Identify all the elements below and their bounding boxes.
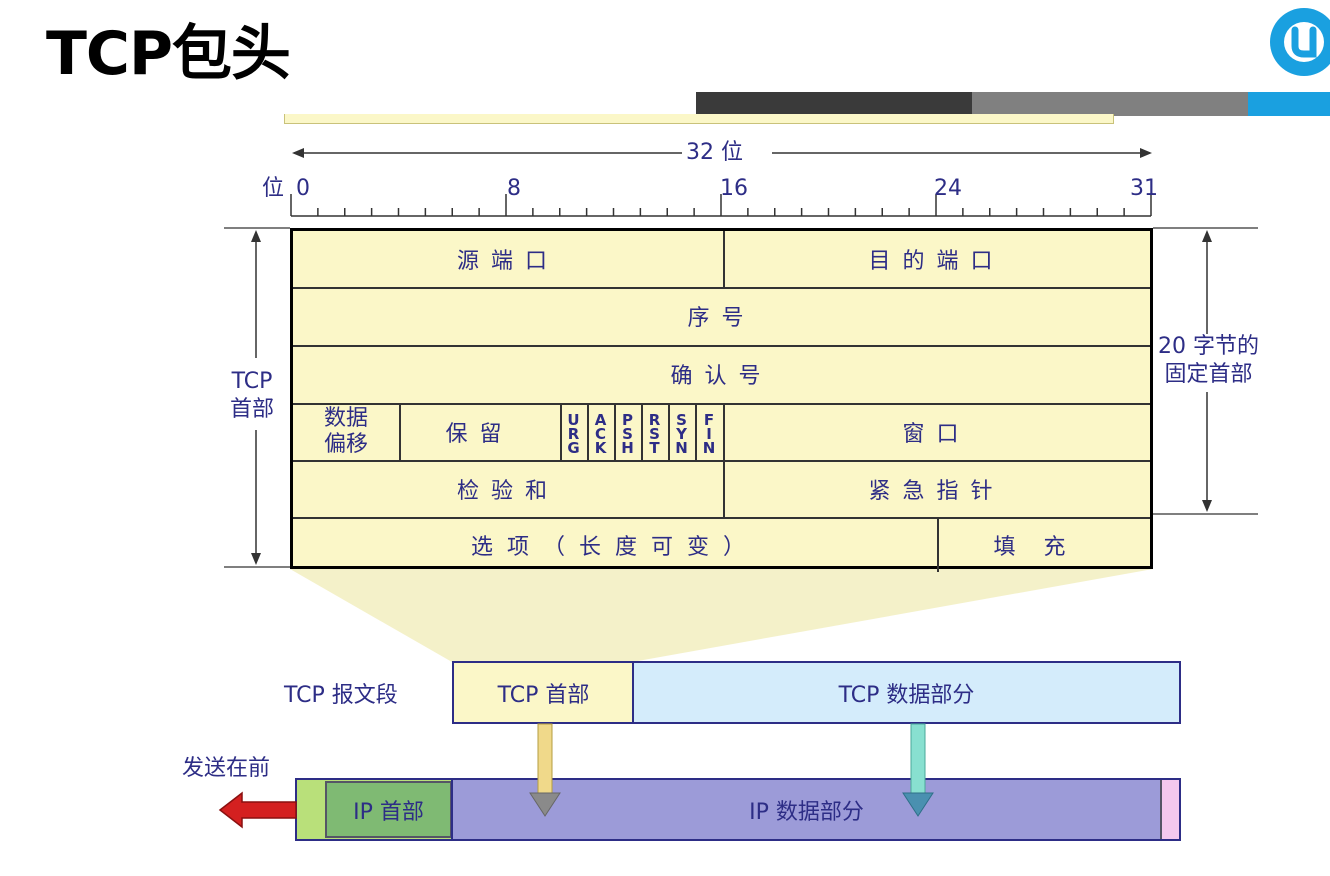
fixed-header-side-label-line1: 20 字节的: [1158, 334, 1259, 359]
tcp-header-side-label: TCP 首部: [230, 368, 274, 424]
tick-label-31: 31: [1130, 176, 1158, 201]
fixed-header-side-label: 20 字节的 固定首部: [1158, 333, 1259, 389]
field-data-offset: 数据 偏移: [323, 405, 368, 457]
fixed-header-side-label-line2: 固定首部: [1164, 362, 1253, 387]
field-ack-num: 确认号: [670, 364, 773, 389]
tick-label-24: 24: [934, 176, 962, 201]
field-dst-port: 目的端口: [868, 249, 1005, 274]
tick-label-8: 8: [507, 176, 521, 201]
tcp-segment-label: TCP 报文段: [284, 683, 398, 708]
logo-icon: [1270, 8, 1330, 76]
field-src-port: 源端口: [456, 249, 559, 274]
tcp-data-box: TCP 数据部分: [632, 661, 1181, 724]
header-bar-dark: [696, 92, 972, 116]
field-options: 选项（长度可变）: [470, 534, 759, 560]
send-first-label: 发送在前: [182, 756, 271, 781]
tcp-header-side-label-line2: 首部: [230, 397, 275, 422]
tick-label-0: 0: [296, 176, 310, 201]
field-seq: 序号: [687, 306, 756, 331]
tcp-header-box: TCP 首部: [452, 661, 633, 724]
tick-label-16: 16: [720, 176, 748, 201]
field-checksum: 检验和: [456, 478, 559, 504]
field-window: 窗口: [902, 421, 971, 447]
field-urgent-pointer: 紧急指针: [868, 478, 1005, 504]
ip-trailer: [1162, 780, 1179, 839]
page-title: TCP包头: [46, 19, 291, 89]
header-bar-gray: [972, 92, 1248, 116]
bit-pos-label: 位: [262, 176, 285, 201]
header-bar-yellow: [284, 114, 1114, 124]
field-padding: 填充: [993, 534, 1094, 560]
tcp-header-side-label-line1: TCP: [231, 369, 273, 394]
ip-data-box: IP 数据部分: [451, 780, 1162, 839]
bit-width-label: 32 位: [686, 140, 743, 165]
ip-header-box: IP 首部: [325, 781, 452, 838]
header-bar-blue: [1248, 92, 1330, 116]
field-reserved: 保留: [445, 421, 514, 447]
